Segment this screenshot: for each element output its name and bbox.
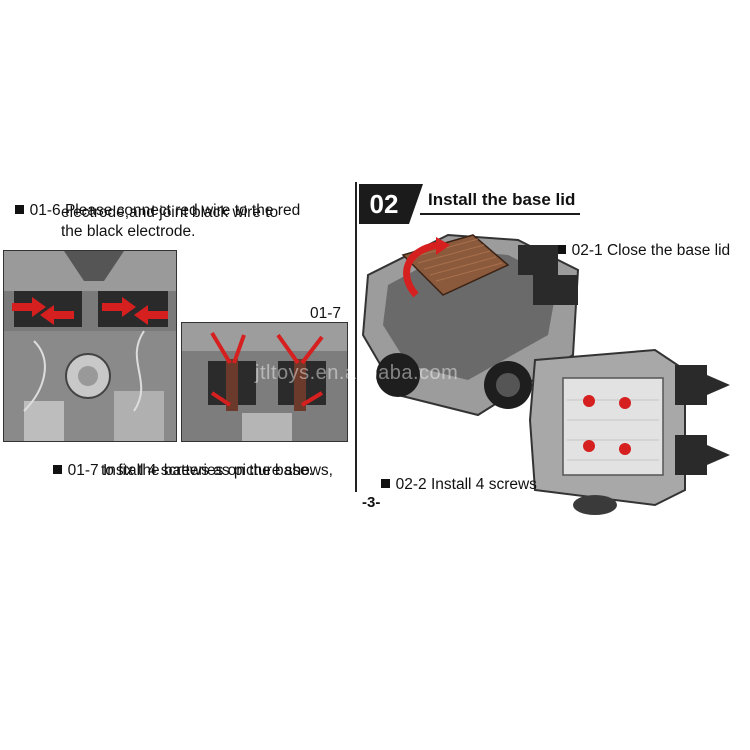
step-01-6-instruction: 01-6 Please connect red wire to the red xyxy=(6,182,300,220)
bullet-icon xyxy=(380,479,390,488)
car-base-lid-illustration xyxy=(361,233,580,417)
step-label: 01-6 xyxy=(29,202,61,219)
battery-wiring-illustration xyxy=(4,251,176,441)
instruction-line: Install 4 screws as picture shows, xyxy=(102,462,333,479)
step-02-1-instruction: 02-1 Close the base lid xyxy=(548,222,730,260)
step-number-badge: 02 xyxy=(359,184,409,224)
instruction-line: electrode,and joint black wire to xyxy=(61,204,279,221)
bullet-icon xyxy=(556,245,566,254)
car-underside-illustration xyxy=(528,348,730,515)
page-number: -3- xyxy=(362,494,381,511)
battery-wiring-photo xyxy=(3,250,177,442)
section-divider xyxy=(355,182,357,492)
step-label: 02-1 xyxy=(571,242,603,259)
step-01-7-instruction: 01-7 Install 4 screws as picture shows, xyxy=(44,442,333,480)
bullet-icon xyxy=(14,205,24,214)
step-label: 01-7 xyxy=(67,462,99,479)
battery-screws-photo xyxy=(181,322,348,442)
instruction-line: to fix the batteries on the base. xyxy=(101,462,313,479)
step-title: Install the base lid xyxy=(428,190,576,209)
photo-label-01-7: 01-7 xyxy=(310,305,342,322)
instruction-line: Please connect red wire to the red xyxy=(64,202,301,219)
bullet-icon xyxy=(52,465,62,474)
instruction-line: the black electrode. xyxy=(61,223,196,240)
instruction-line: Close the base lid xyxy=(606,242,731,259)
instruction-line: Install 4 screws xyxy=(430,476,537,493)
step-02-2-instruction: 02-2 Install 4 screws xyxy=(372,456,537,494)
step-label: 02-2 xyxy=(395,476,427,493)
battery-screws-illustration xyxy=(182,323,347,441)
watermark-text: jtltoys.en.alibaba.com xyxy=(255,362,459,384)
title-underline xyxy=(420,213,580,215)
badge-arrow-icon xyxy=(409,184,423,224)
